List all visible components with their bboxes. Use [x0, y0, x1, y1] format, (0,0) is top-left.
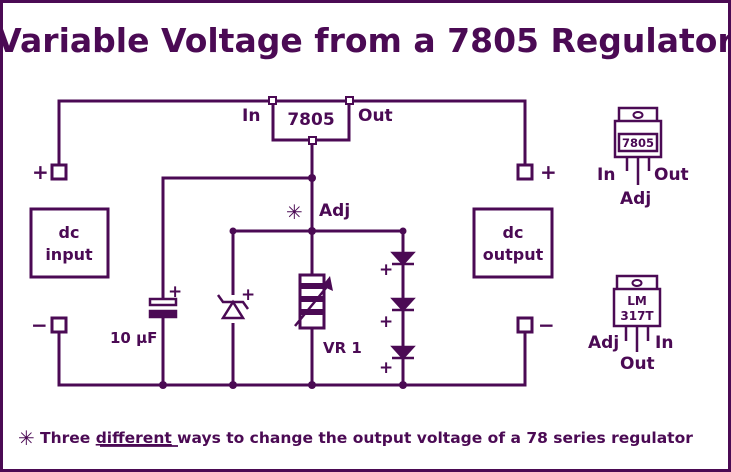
footer-note: Three different ways to change the outpu…	[40, 429, 693, 447]
package-lm317t-line2: 317T	[620, 309, 654, 323]
input-minus-sign: −	[31, 313, 48, 337]
diode-2-plus-sign: +	[379, 312, 393, 332]
input-positive-wire	[57, 99, 275, 167]
diode-1-plus-sign: +	[379, 260, 393, 280]
package-7805-out-label: Out	[654, 165, 689, 185]
junction-dot	[399, 381, 407, 389]
package-lm317t: LM 317T Adj Out In	[588, 274, 673, 374]
package-7805-adj-label: Adj	[620, 189, 651, 209]
package-7805-name: 7805	[622, 136, 654, 150]
junction-dot	[308, 381, 316, 389]
asterisk-mark: ✳	[286, 200, 303, 224]
junction-dot	[229, 227, 237, 235]
capacitor-symbol	[148, 297, 178, 319]
junction-dot	[159, 381, 167, 389]
regulator-out-label: Out	[358, 106, 393, 126]
zener-plus-sign: +	[241, 285, 255, 305]
footer-asterisk: ✳	[18, 426, 35, 450]
footer-note-post: ways to change the output voltage of a 7…	[172, 429, 693, 447]
diode-3	[390, 345, 416, 360]
package-lm317t-adj-label: Adj	[588, 333, 619, 353]
adj-label: Adj	[319, 201, 350, 221]
junction-dot	[308, 227, 316, 235]
input-positive-terminal	[50, 163, 68, 181]
dc-input-box	[29, 207, 110, 279]
package-lm317t-out-label: Out	[620, 354, 655, 374]
potentiometer-label: VR 1	[323, 339, 362, 357]
regulator-in-label: In	[242, 106, 260, 126]
regulator-name-label: 7805	[287, 110, 334, 130]
input-negative-terminal	[50, 316, 68, 334]
potentiometer-vr1	[294, 273, 333, 330]
diode-1	[390, 251, 416, 266]
dc-input-line2: input	[45, 245, 93, 264]
capacitor-plus-sign: +	[168, 282, 182, 302]
output-minus-sign: −	[538, 313, 555, 337]
diode-3-plus-sign: +	[379, 358, 393, 378]
regulator-adj-pin	[308, 136, 317, 145]
output-negative-terminal	[516, 316, 534, 334]
input-plus-sign: +	[32, 160, 49, 184]
junction-dot	[229, 381, 237, 389]
dc-output-line1: dc	[503, 223, 524, 242]
dc-input-line1: dc	[59, 223, 80, 242]
output-positive-wire	[347, 99, 527, 167]
package-lm317t-line1: LM	[627, 294, 647, 308]
zener-diode-symbol	[216, 294, 250, 323]
output-plus-sign: +	[540, 160, 557, 184]
output-positive-terminal	[516, 163, 534, 181]
ground-rail	[57, 329, 527, 387]
dc-output-box	[472, 207, 554, 279]
footer-note-pre: Three	[40, 429, 96, 447]
dc-output-line2: output	[483, 245, 544, 264]
junction-dot	[308, 174, 316, 182]
package-lm317t-in-label: In	[655, 333, 673, 353]
capacitor-label: 10 µF	[110, 329, 157, 347]
regulator-out-pin	[345, 96, 354, 105]
capacitor-wire	[161, 176, 314, 302]
diagram-title: Variable Voltage from a 7805 Regulator	[0, 21, 731, 60]
footer-note-emphasis: different	[96, 429, 173, 447]
package-7805-in-label: In	[597, 165, 615, 185]
package-7805: 7805 In Adj Out	[597, 106, 689, 209]
junction-dot	[399, 227, 407, 235]
regulator-in-pin	[268, 96, 277, 105]
diode-2	[390, 297, 416, 312]
